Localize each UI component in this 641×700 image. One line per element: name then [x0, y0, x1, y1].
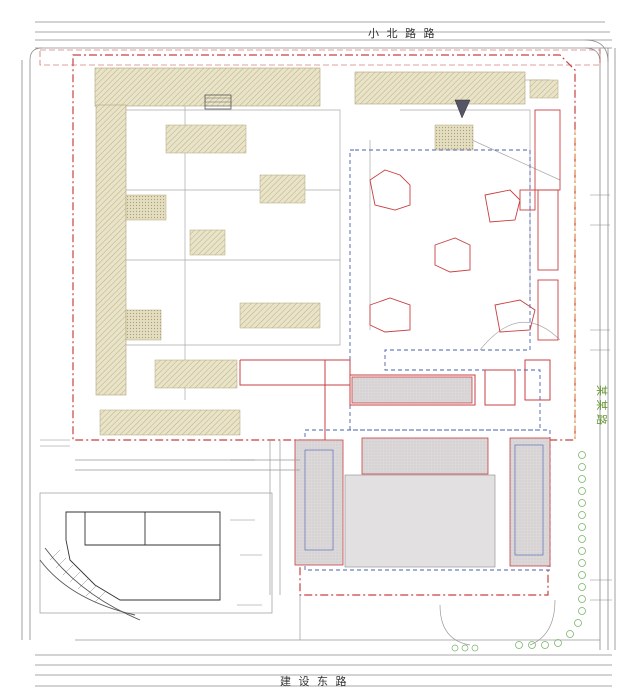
sw-curve-hatch	[49, 549, 106, 603]
driveways	[75, 440, 600, 646]
tree-row	[515, 451, 586, 649]
property-redline-outer	[39, 49, 601, 66]
road-label-right: 某 某 路	[595, 385, 608, 425]
road-lines	[21, 21, 616, 687]
existing-building-sw	[39, 492, 273, 621]
road-label-bottom: 建 设 东 路	[280, 674, 349, 688]
residential-buildings-west	[94, 67, 559, 436]
road-label-top: 小 北 路 路	[368, 27, 437, 40]
villa-blocks	[369, 109, 561, 341]
annotation-ticks	[40, 194, 612, 606]
blue-dashed-boundary	[349, 149, 541, 431]
tree-row-sw	[451, 644, 479, 652]
large-buildings-shaded	[294, 376, 551, 568]
